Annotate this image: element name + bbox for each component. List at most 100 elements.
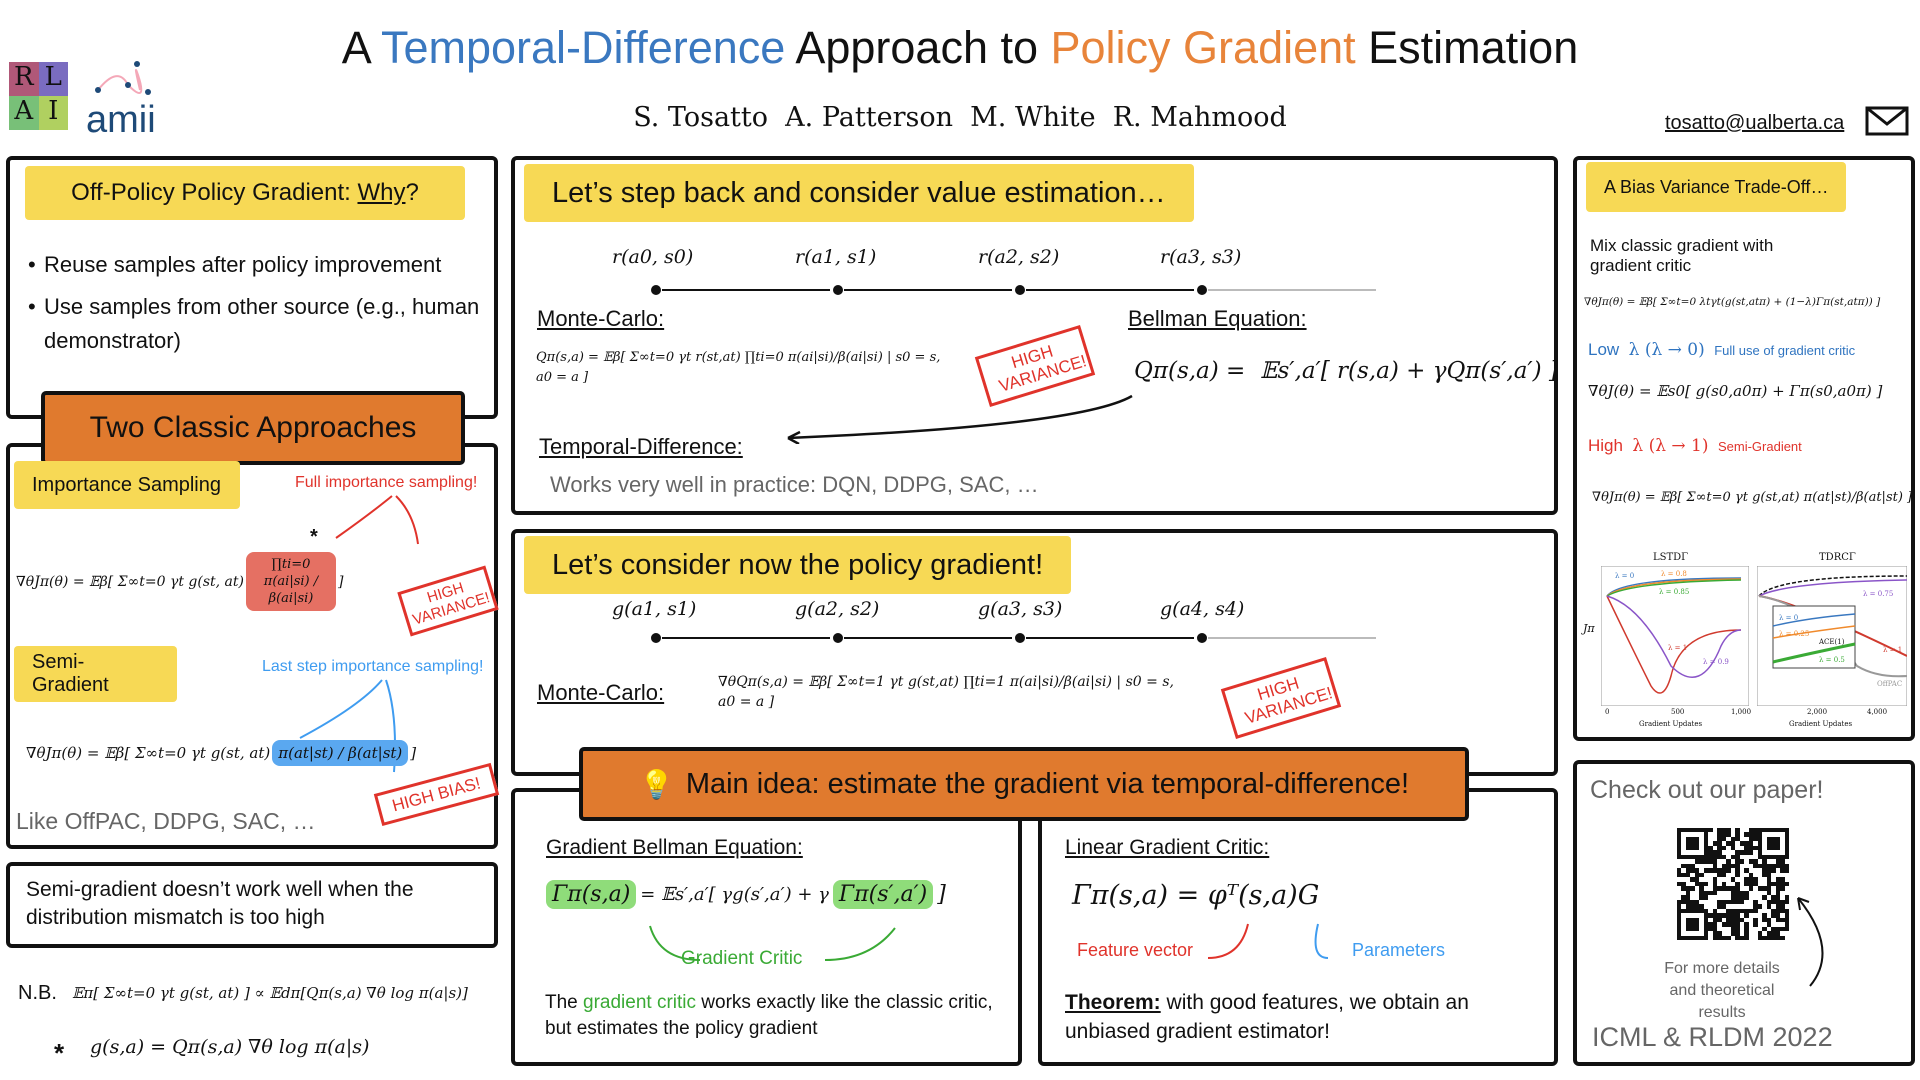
chart-title: TDRCΓ bbox=[1819, 552, 1856, 563]
is-note: Full importance sampling! bbox=[295, 474, 478, 491]
x-tick: 4,000 bbox=[1867, 708, 1888, 716]
poster-title: A Temporal-Difference Approach to Policy… bbox=[0, 22, 1920, 74]
value-title: Let’s step back and consider value estim… bbox=[524, 164, 1194, 222]
reward-timeline: r(a0, s0) r(a1, s1) r(a2, s2) r(a3, s3) bbox=[600, 244, 1400, 304]
chart-series-label: λ = 0.25 bbox=[1779, 630, 1810, 638]
reward-label: r(a2, s2) bbox=[978, 246, 1060, 268]
title-part: Approach to bbox=[785, 22, 1051, 73]
why-title-text: Off-Policy Policy Gradient: bbox=[71, 179, 358, 206]
chart-series-label: λ = 0 bbox=[1779, 614, 1799, 622]
gbe-equation: Γπ(s,a) = 𝔼s′,a′[ γg(s′,a′) + γ Γπ(s′,a′… bbox=[546, 880, 946, 909]
chart-series-label: λ = 0.9 bbox=[1703, 658, 1729, 666]
lgc-label: Linear Gradient Critic: bbox=[1065, 836, 1270, 859]
sg-eq-right: ] bbox=[410, 744, 417, 762]
series-line-lambda-0.25-inset bbox=[1772, 625, 1856, 639]
gbe-desc-highlight: gradient critic bbox=[583, 992, 697, 1013]
logo-letter: I bbox=[38, 96, 68, 130]
series-line-lambda-0.9 bbox=[1606, 595, 1742, 678]
qr-arrow bbox=[1797, 897, 1824, 987]
feature-vector-label: Feature vector bbox=[1077, 940, 1194, 960]
title-part: A bbox=[341, 22, 381, 73]
amii-logo-graphic bbox=[95, 61, 151, 95]
chart-series-label: λ = 0.5 bbox=[1819, 656, 1845, 664]
gbe-desc-text: The bbox=[545, 992, 584, 1013]
why-bullet: •Reuse samples after policy improvement bbox=[28, 248, 488, 282]
chart-series-label: λ = 0.85 bbox=[1659, 588, 1690, 596]
series-line-lambda-0.85 bbox=[1606, 579, 1742, 597]
timeline-arrows bbox=[651, 633, 1376, 643]
lgc-arrows bbox=[1207, 923, 1329, 959]
reward-label: r(a0, s0) bbox=[612, 246, 694, 268]
is-label: Importance Sampling bbox=[14, 461, 240, 509]
main-idea-banner: 💡 Main idea: estimate the gradient via t… bbox=[579, 747, 1469, 821]
critic-arrows bbox=[649, 925, 896, 961]
nb-star: * bbox=[54, 1038, 65, 1068]
lgc-equation: Γπ(s,a) = φᵀ(s,a)G bbox=[1072, 880, 1320, 911]
x-tick: 500 bbox=[1671, 708, 1685, 716]
gradient-label: g(a3, s3) bbox=[978, 598, 1063, 620]
low-lambda: λ (λ → 0) bbox=[1628, 340, 1705, 360]
amii-logo-text: amii bbox=[86, 99, 156, 141]
sg-note: Last step importance sampling! bbox=[262, 658, 484, 675]
sg-equation: ∇θJπ(θ) = 𝔼β[ Σ∞t=0 γt g(st, at) π(at|st… bbox=[26, 740, 416, 766]
chart-series-label: OffPAC bbox=[1877, 680, 1903, 688]
why-bullet: •Use samples from other source (e.g., hu… bbox=[28, 290, 488, 358]
main-idea-text: Main idea: estimate the gradient via tem… bbox=[685, 767, 1410, 800]
gbe-desc-text: works exactly like the classic critic, b… bbox=[545, 992, 993, 1039]
gradient-critic-label: Gradient Critic bbox=[681, 948, 803, 969]
is-eq-left: ∇θJπ(θ) = 𝔼β[ Σ∞t=0 γt g(st, at) bbox=[16, 573, 244, 590]
paper-venue: ICML & RLDM 2022 bbox=[1592, 1022, 1833, 1052]
low-note: Full use of gradient critic bbox=[1714, 343, 1856, 358]
paper-title: Check out our paper! bbox=[1590, 776, 1824, 804]
low-lambda-row: Low λ (λ → 0) Full use of gradient criti… bbox=[1588, 340, 1855, 360]
why-title: Off-Policy Policy Gradient: Why? bbox=[25, 166, 465, 220]
chart-title: LSTDΓ bbox=[1653, 552, 1689, 563]
gbe-description: The gradient critic works exactly like t… bbox=[545, 990, 1005, 1042]
series-line-lambda-0-inset bbox=[1772, 613, 1856, 627]
sg-eq-left: ∇θJπ(θ) = 𝔼β[ Σ∞t=0 γt g(st, at) bbox=[26, 744, 271, 762]
x-tick: 2,000 bbox=[1807, 708, 1828, 716]
mismatch-text: Semi-gradient doesn’t work well when the… bbox=[26, 878, 414, 929]
mail-icon bbox=[1865, 106, 1909, 136]
chart-series-label: λ = 1 bbox=[1883, 646, 1903, 654]
tradeoff-title: A Bias Variance Trade-Off… bbox=[1586, 162, 1847, 212]
chart-series-label: λ = 0.8 bbox=[1661, 570, 1687, 578]
why-bullet-text: Use samples from other source (e.g., hum… bbox=[44, 294, 480, 353]
authors: S. Tosatto A. Patterson M. White R. Mahm… bbox=[633, 102, 1287, 133]
nb-star-equation: g(s,a) = Qπ(s,a) ∇θ log π(a|s) bbox=[90, 1036, 370, 1058]
email-link[interactable]: tosatto@ualberta.ca bbox=[1665, 112, 1845, 134]
timeline-arrows bbox=[651, 285, 1376, 295]
sg-examples: Like OffPAC, DDPG, SAC, … bbox=[16, 808, 316, 834]
gbe-label: Gradient Bellman Equation: bbox=[546, 836, 803, 859]
rlai-logo: R L A I bbox=[9, 62, 68, 130]
gbe-eq-rhs: Γπ(s′,a′) bbox=[832, 880, 934, 909]
series-line-ace bbox=[1758, 575, 1907, 597]
high-lambda: λ (λ → 1) bbox=[1632, 436, 1709, 456]
mc-label: Monte-Carlo: bbox=[537, 306, 665, 331]
why-title-suffix: ? bbox=[405, 179, 419, 206]
reward-label: r(a3, s3) bbox=[1160, 246, 1242, 268]
sg-label: Semi-Gradient bbox=[14, 646, 177, 702]
logo-letter: L bbox=[38, 62, 68, 96]
paper-note: For more details and theoretical results bbox=[1664, 960, 1780, 1021]
amii-logo: amii bbox=[78, 60, 178, 141]
tradeoff-intro: Mix classic gradient with gradient criti… bbox=[1590, 236, 1774, 275]
mismatch-panel bbox=[6, 862, 498, 948]
td-note: Works very well in practice: DQN, DDPG, … bbox=[550, 472, 1039, 497]
title-part: Temporal-Difference bbox=[380, 22, 786, 73]
title-part: Estimation bbox=[1355, 22, 1579, 73]
logo-letter: R bbox=[9, 62, 39, 96]
chart-ylabel: Jπ bbox=[1583, 622, 1595, 635]
bellman-equation: Qπ(s,a) = 𝔼s′,a′[ r(s,a) + γQπ(s′,a′) ] bbox=[1134, 358, 1558, 384]
gradient-label: g(a2, s2) bbox=[795, 598, 880, 620]
high-lambda-row: High λ (λ → 1) Semi-Gradient bbox=[1588, 436, 1802, 456]
high-label: High bbox=[1588, 436, 1623, 455]
gradient-label: g(a1, s1) bbox=[612, 598, 697, 620]
high-equation: ∇θJπ(θ) = 𝔼β[ Σ∞t=0 γt g(st,at) π(at|st)… bbox=[1592, 490, 1913, 505]
is-arrows bbox=[335, 495, 419, 545]
is-equation: ∇θJπ(θ) = 𝔼β[ Σ∞t=0 γt g(st, at) ∏ti=0 π… bbox=[16, 552, 343, 611]
qr-code[interactable] bbox=[1677, 828, 1789, 940]
chart-plot bbox=[1601, 566, 1749, 706]
logo-letter: A bbox=[9, 96, 39, 130]
theorem-text: with good features, we obtain an unbiase… bbox=[1065, 991, 1475, 1043]
